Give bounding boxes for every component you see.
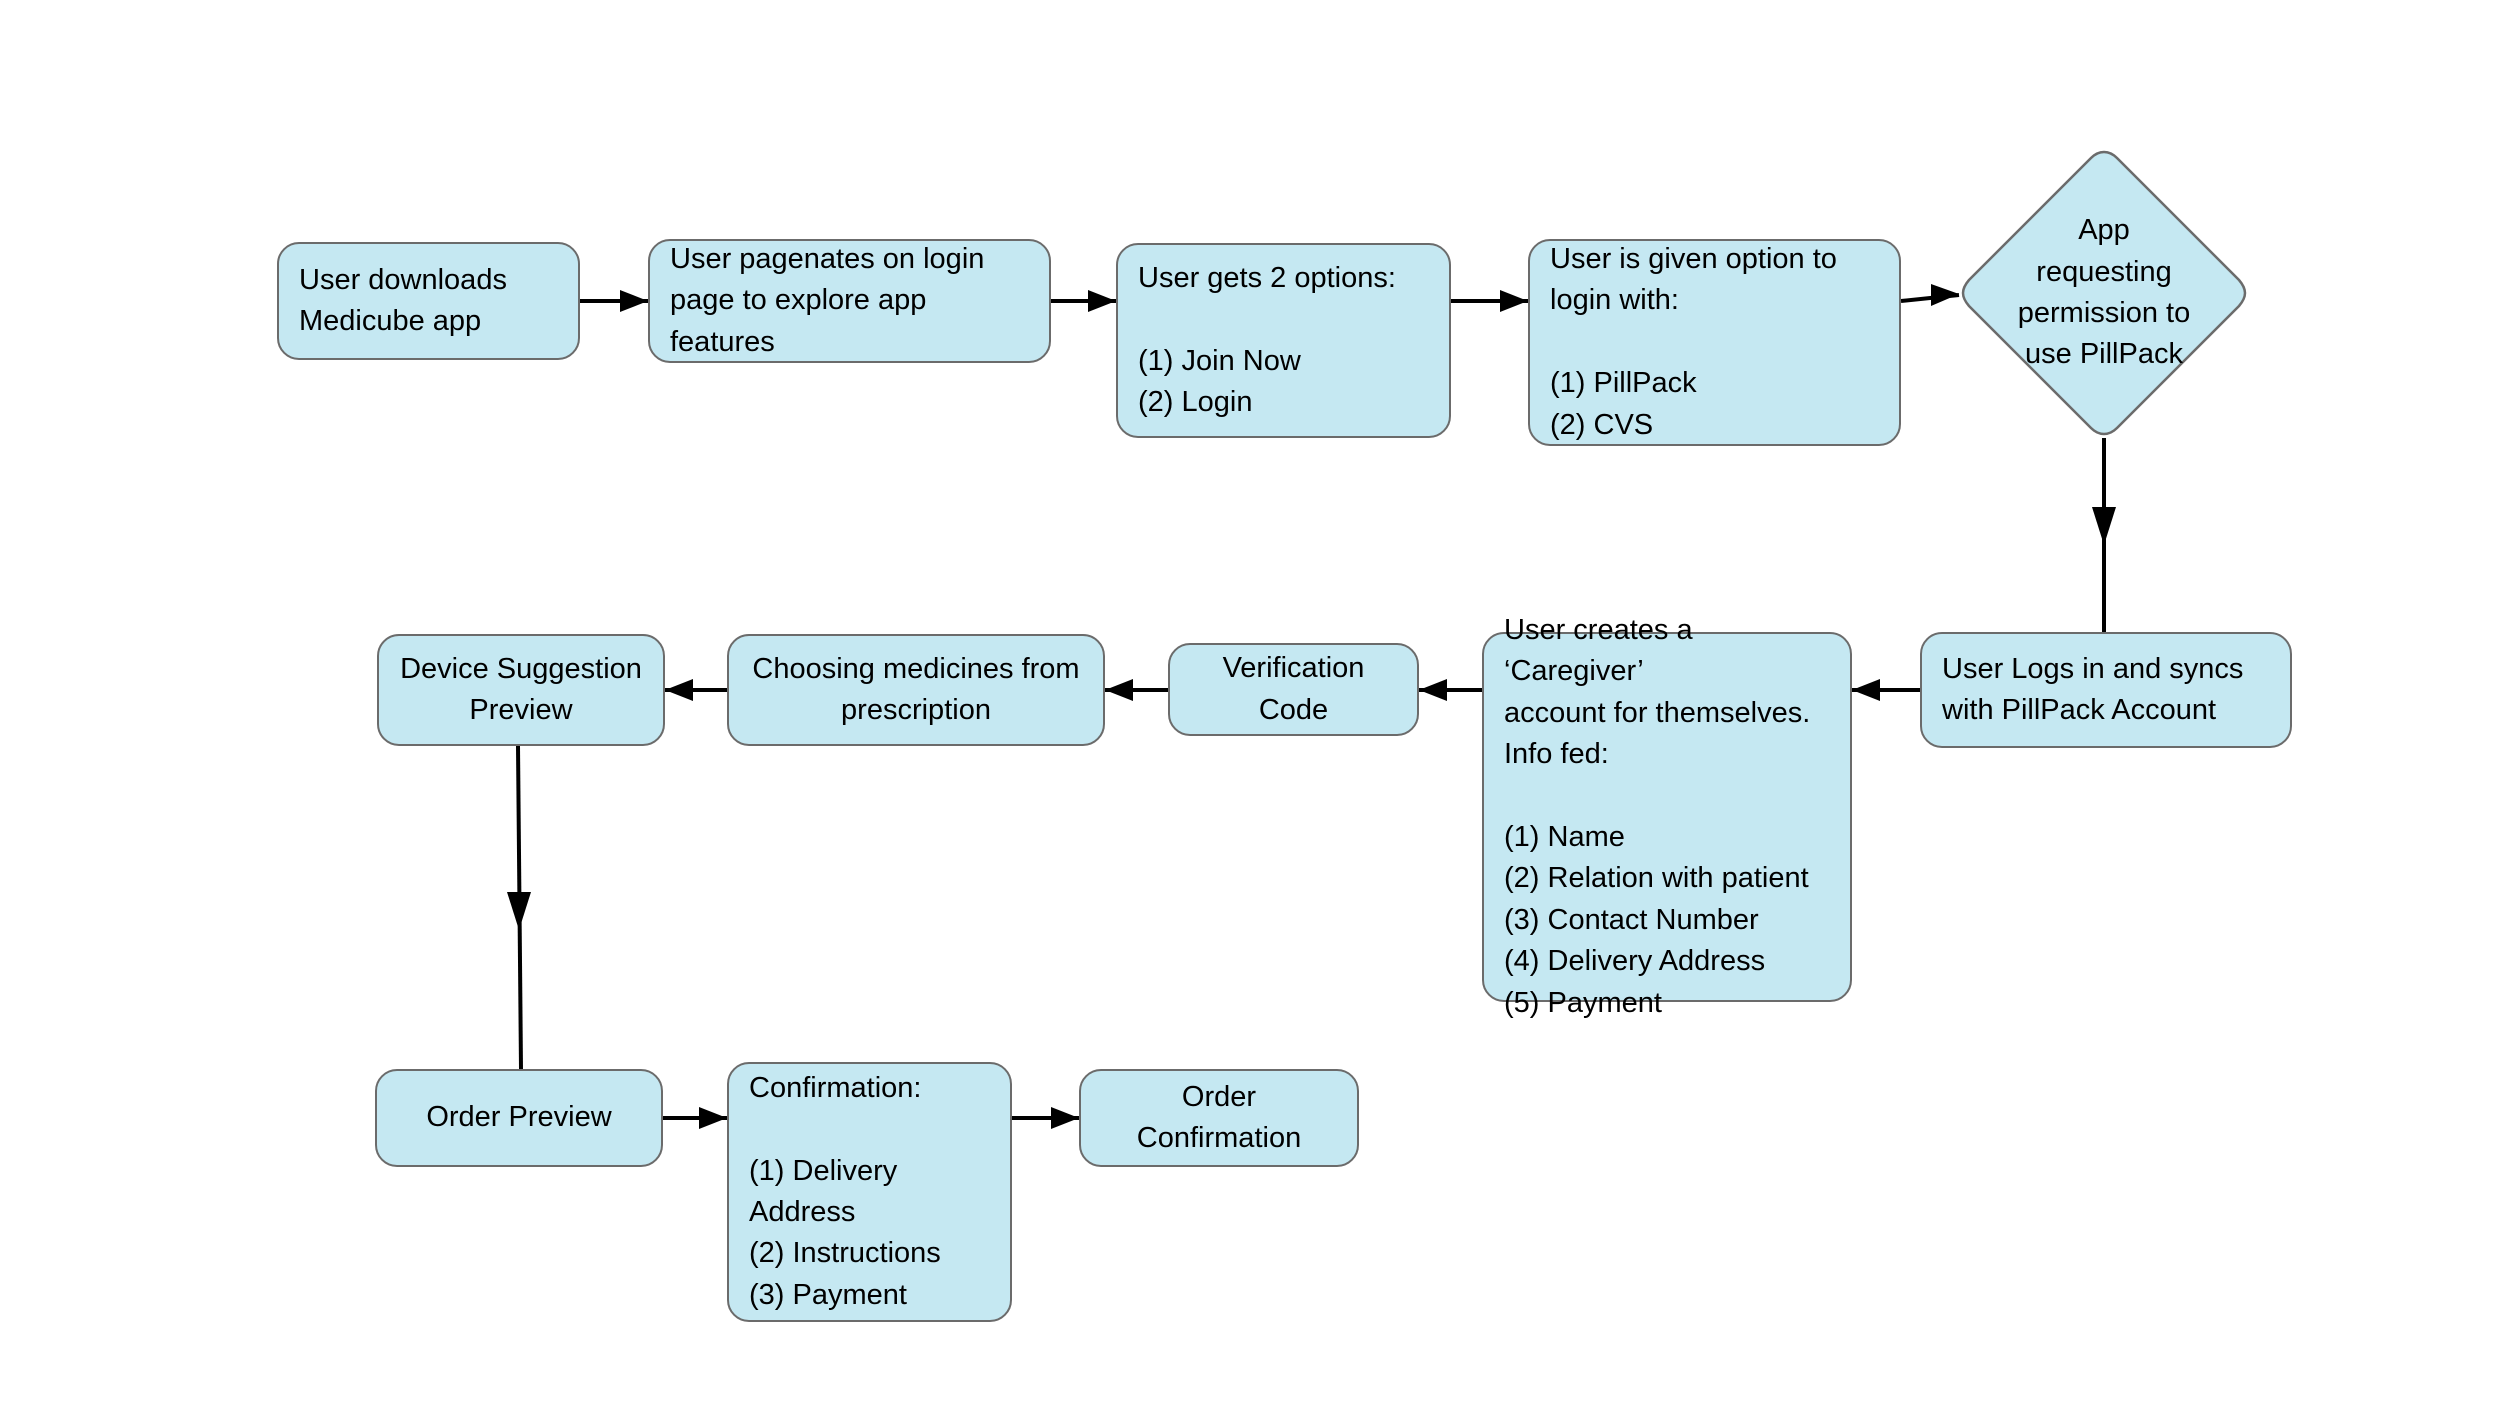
node-verification-code[interactable]: Verification Code — [1168, 643, 1419, 736]
node-label: User Logs in and syncs with PillPack Acc… — [1942, 652, 2244, 726]
node-confirmation[interactable]: Confirmation: (1) Delivery Address (2) I… — [727, 1062, 1012, 1322]
edge-n10-to-n11 — [507, 745, 531, 1070]
node-label: User pagenates on login page to explore … — [670, 242, 985, 358]
edge-n4-to-n5 — [1900, 284, 1960, 306]
node-label: Choosing medicines from prescription — [752, 652, 1080, 726]
node-label: Confirmation: (1) Delivery Address (2) I… — [749, 1071, 941, 1311]
diamond-shape — [1961, 150, 2247, 436]
node-app-requesting-permission[interactable]: App requesting permission to use PillPac… — [1959, 148, 2249, 438]
edge-n7-to-n8 — [1419, 679, 1482, 701]
edge-n8-to-n9 — [1105, 679, 1168, 701]
edge-n5-to-n6 — [2092, 438, 2116, 632]
node-label: Device Suggestion Preview — [400, 652, 642, 726]
edge-n2-to-n3 — [1051, 290, 1116, 312]
node-label: User is given option to login with: (1) … — [1550, 242, 1837, 441]
node-user-logs-in-syncs-pillpack[interactable]: User Logs in and syncs with PillPack Acc… — [1920, 632, 2292, 748]
node-label: User gets 2 options: (1) Join Now (2) Lo… — [1138, 261, 1396, 418]
node-label: Order Confirmation — [1136, 1080, 1302, 1154]
node-order-preview[interactable]: Order Preview — [375, 1069, 663, 1167]
node-label: User creates a ‘Caregiver’ account for t… — [1504, 613, 1811, 1019]
edge-n12-to-n13 — [1012, 1107, 1079, 1129]
edge-n11-to-n12 — [663, 1107, 727, 1129]
node-user-downloads-app[interactable]: User downloads Medicube app — [277, 242, 580, 360]
node-label: App requesting permission to use PillPac… — [2017, 214, 2191, 371]
edge-n3-to-n4 — [1451, 290, 1528, 312]
edge-n6-to-n7 — [1852, 679, 1920, 701]
node-user-gets-2-options[interactable]: User gets 2 options: (1) Join Now (2) Lo… — [1116, 243, 1451, 438]
node-order-confirmation[interactable]: Order Confirmation — [1079, 1069, 1359, 1167]
node-label: Verification Code — [1222, 652, 1365, 726]
node-label: Order Preview — [426, 1101, 612, 1134]
node-user-pagenates-login[interactable]: User pagenates on login page to explore … — [648, 239, 1051, 363]
node-device-suggestion-preview[interactable]: Device Suggestion Preview — [377, 634, 665, 746]
edge-n1-to-n2 — [580, 290, 648, 312]
node-login-options[interactable]: User is given option to login with: (1) … — [1528, 239, 1901, 446]
node-create-caregiver-account[interactable]: User creates a ‘Caregiver’ account for t… — [1482, 614, 1852, 1019]
node-choosing-medicines[interactable]: Choosing medicines from prescription — [727, 634, 1105, 746]
edge-n9-to-n10 — [665, 679, 727, 701]
node-label: User downloads Medicube app — [299, 263, 507, 337]
